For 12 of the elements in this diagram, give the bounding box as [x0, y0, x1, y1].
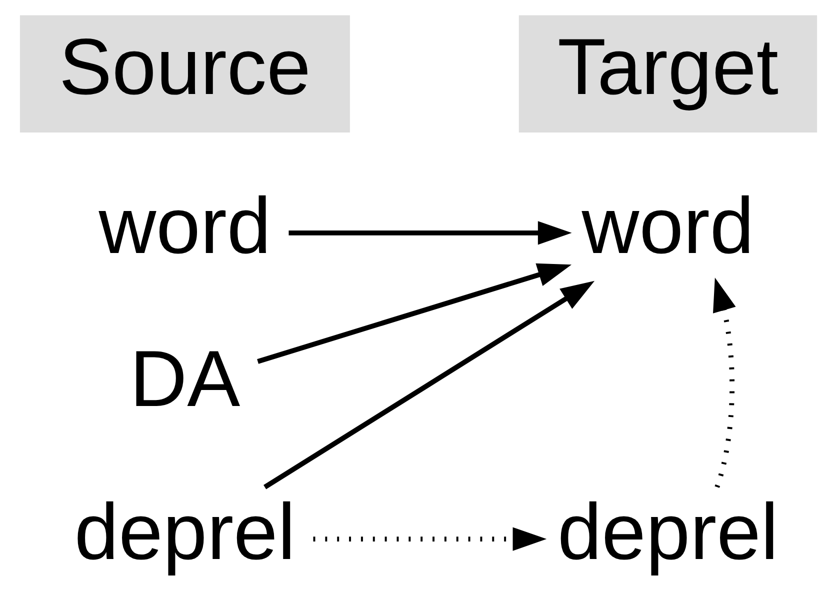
node-box: Source — [19, 15, 350, 133]
arrow — [288, 221, 572, 245]
node-text: word — [581, 180, 754, 270]
node-box: Target — [518, 15, 817, 133]
arrow — [263, 280, 594, 490]
node-text: deprel — [74, 486, 295, 576]
arrow — [712, 278, 736, 488]
node-text: deprel — [556, 486, 778, 576]
arrow — [256, 263, 572, 364]
node-text: DA — [129, 334, 240, 423]
arrow — [312, 527, 546, 551]
node-text: word — [98, 180, 271, 270]
